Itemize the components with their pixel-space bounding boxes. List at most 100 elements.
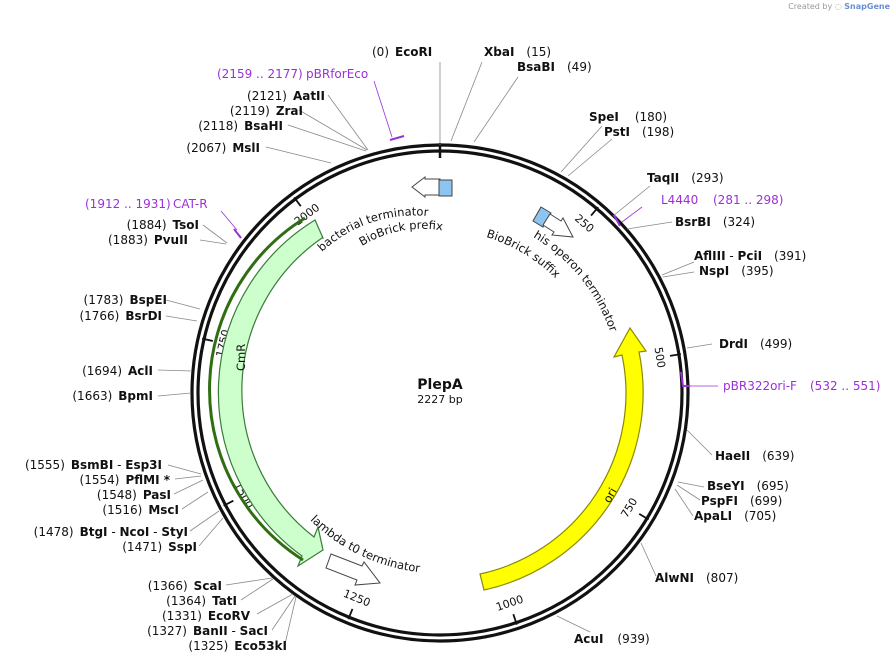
ori-label: ori: [600, 485, 620, 505]
site-label[interactable]: AcuI(939): [574, 632, 650, 646]
leader-line: [473, 76, 519, 143]
ruler-tick-label: 1000: [494, 593, 525, 614]
leader-line: [677, 481, 705, 488]
features: [208, 175, 648, 591]
leader-line: [640, 542, 657, 577]
leader-line: [560, 125, 603, 173]
site-label[interactable]: (1554)PflMI *: [80, 473, 171, 487]
leader-line: [567, 138, 613, 177]
biobrick-suffix-block[interactable]: [532, 206, 552, 228]
site-label[interactable]: BsrBI(324): [675, 215, 755, 229]
biobrick-prefix-block[interactable]: [438, 179, 453, 197]
ruler-tick: [669, 353, 682, 357]
ruler-tick-label: 750: [618, 496, 640, 521]
leader-line: [676, 484, 701, 501]
site-label[interactable]: ApaLI(705): [694, 509, 776, 523]
site-label[interactable]: BsaBI(49): [517, 60, 592, 74]
bacterial-terminator-arrow[interactable]: [411, 175, 441, 199]
site-label[interactable]: TaqII(293): [647, 171, 724, 185]
site-label[interactable]: SpeI(180): [589, 110, 667, 124]
leader-line: [686, 429, 713, 456]
site-label[interactable]: XbaI(15): [484, 45, 551, 59]
snapgene-logo-icon: ◌: [834, 2, 842, 11]
leader-line: [165, 315, 198, 322]
site-label[interactable]: PstI(198): [604, 125, 674, 139]
site-label[interactable]: (1548)PasI: [97, 488, 171, 502]
ori-feature-arrow[interactable]: [479, 326, 648, 591]
cmr-feature-arrow[interactable]: [217, 219, 324, 568]
primer-name: pBR322ori-F: [723, 379, 797, 393]
site-label[interactable]: (1555)BsmBI - Esp3I: [25, 458, 162, 472]
ruler-tick: [201, 337, 214, 342]
leader-line: [287, 124, 367, 152]
leader-line: [157, 369, 193, 372]
site-label[interactable]: (1366)ScaI: [148, 579, 222, 593]
ruler-tick: [347, 608, 354, 620]
site-label[interactable]: DrdI(499): [719, 337, 792, 351]
site-label[interactable]: (1783)BspEI: [84, 293, 167, 307]
ruler-tick: [590, 206, 599, 217]
leader-line: [450, 61, 483, 142]
leader-line: [556, 615, 591, 633]
site-label[interactable]: (1471)SspI: [122, 540, 197, 554]
cmr-feature-outline: [208, 216, 306, 562]
site-label[interactable]: (1663)BpmI: [72, 389, 153, 403]
site-label[interactable]: (2119)ZraI: [230, 104, 303, 118]
ruler-tick-label: 1250: [341, 587, 372, 610]
primer-pbrforeco-leader: [373, 80, 393, 138]
plasmid-length: 2227 bp: [417, 393, 462, 406]
primer-name: CAT-R: [173, 197, 208, 211]
leader-line: [298, 109, 368, 151]
plasmid-name: PlepA: [417, 377, 463, 393]
lambda-t0-terminator-arrow[interactable]: [325, 553, 381, 586]
leader-line: [173, 479, 204, 495]
site-label[interactable]: (1327)BanII - SacI: [147, 624, 268, 638]
leader-line: [661, 261, 695, 276]
leader-line: [626, 221, 673, 230]
site-label[interactable]: (1694)AclI: [82, 364, 153, 378]
leader-line: [167, 464, 202, 475]
site-label[interactable]: (1516)MscI: [102, 503, 179, 517]
ruler-tick-label: 500: [652, 346, 668, 369]
site-label[interactable]: (1325)Eco53kI: [188, 639, 287, 653]
site-label[interactable]: (2121)AatII: [247, 89, 325, 103]
leader-line: [284, 596, 297, 645]
primer-pbr322ori-mark: [680, 371, 690, 387]
site-label[interactable]: NspI(395): [699, 264, 774, 278]
site-label[interactable]: (1883)PvuII: [108, 233, 188, 247]
site-label[interactable]: (1478)BtgI - NcoI - StyI: [34, 525, 188, 539]
site-label[interactable]: (1364)TatI: [166, 594, 237, 608]
leader-line: [198, 517, 224, 547]
leader-line: [327, 94, 369, 151]
site-leader-lines: [157, 61, 713, 645]
ruler-tick: [223, 499, 234, 507]
primer-name: pBRforEco: [306, 67, 368, 81]
site-label[interactable]: (2067)MslI: [186, 141, 260, 155]
ruler-tick: [638, 513, 650, 521]
site-label[interactable]: AflIII - PciI(391): [694, 249, 806, 263]
his-operon-terminator-arrow[interactable]: [542, 213, 574, 238]
leader-line: [189, 510, 220, 532]
primer-catr-leader: [220, 210, 238, 231]
cmr-label: CmR: [234, 344, 248, 371]
site-label[interactable]: HaeII(639): [715, 449, 795, 463]
leader-line: [662, 271, 695, 278]
site-label[interactable]: (2118)BsaHI: [198, 119, 283, 133]
site-label[interactable]: (0)EcoRI: [372, 45, 432, 59]
site-label[interactable]: PspFI(699): [701, 494, 782, 508]
restriction-sites: (0)EcoRI XbaI(15) BsaBI(49) SpeI(180) Ps…: [25, 45, 806, 653]
site-label[interactable]: (1766)BsrDI: [79, 309, 162, 323]
leader-line: [674, 488, 694, 517]
site-label[interactable]: (1331)EcoRV: [162, 609, 251, 623]
leader-line: [686, 343, 713, 349]
ruler-tick: [293, 196, 302, 207]
ruler-tick: [512, 613, 518, 625]
primer-l4440-mark: [613, 214, 621, 227]
site-label[interactable]: BseYI(695): [707, 479, 789, 493]
leader-line: [612, 185, 651, 217]
primer-range: (532 .. 551): [810, 379, 880, 393]
site-label[interactable]: AlwNI(807): [655, 571, 738, 585]
leader-line: [165, 299, 201, 310]
site-label[interactable]: (1884)TsoI: [127, 218, 199, 232]
primer-range: (281 .. 298): [713, 193, 783, 207]
